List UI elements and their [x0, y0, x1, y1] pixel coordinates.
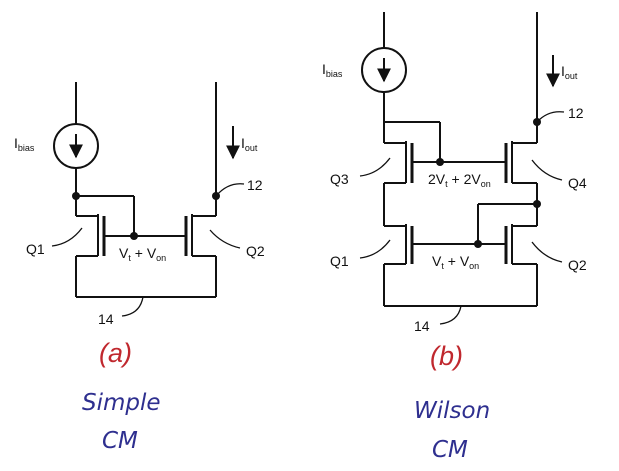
circuit-a-simple-current-mirror: Ibias Q1 Q2 Vt + Von — [14, 82, 265, 327]
circuit-b-wilson-current-mirror: Ibias Q3 Q4 2Vt + 2Von — [322, 12, 587, 334]
q1-label-a: Q1 — [26, 241, 45, 257]
q2-label-a: Q2 — [246, 243, 265, 259]
q3-label-b: Q3 — [330, 171, 349, 187]
caption-b-line1: Wilson — [414, 398, 490, 424]
caption-b-letter: (b) — [430, 341, 463, 371]
transistor-q2-a: Q2 — [184, 214, 265, 297]
ibias-label-b: Ibias — [322, 61, 343, 79]
q4-label-b: Q4 — [568, 175, 587, 191]
current-source-icon — [53, 123, 99, 169]
gate-node-a — [130, 232, 138, 240]
node-12-label-a: 12 — [247, 177, 263, 193]
node-14-label-a: 14 — [98, 311, 114, 327]
captions: (a) Simple CM (b) Wilson CM — [82, 338, 490, 463]
transistor-q2-b: Q2 — [504, 224, 587, 306]
vtop-label-b: 2Vt + 2Von — [428, 171, 491, 189]
vgs-label-a: Vt + Von — [119, 245, 166, 263]
gate-node-bottom-b — [474, 240, 482, 248]
q1-label-b: Q1 — [330, 253, 349, 269]
caption-a-line2: CM — [102, 428, 138, 454]
vbot-label-b: Vt + Von — [432, 253, 479, 271]
caption-a-letter: (a) — [99, 338, 132, 368]
transistor-q1-b: Q1 — [330, 224, 414, 306]
caption-b-line2: CM — [432, 437, 468, 463]
node-12-label-b: 12 — [568, 105, 584, 121]
bias-current-source-a: Ibias — [14, 82, 99, 196]
iout-label-a: Iout — [241, 135, 258, 153]
caption-a-line1: Simple — [82, 390, 161, 416]
ibias-label-a: Ibias — [14, 135, 35, 153]
transistor-q1-a: Q1 — [26, 196, 106, 297]
bias-current-source-b: Ibias — [322, 12, 407, 122]
current-source-icon — [361, 47, 407, 93]
iout-label-b: Iout — [561, 63, 578, 81]
node-14-label-b: 14 — [414, 318, 430, 334]
transistor-q4-b: Q4 — [504, 141, 587, 226]
gate-node-top-b — [436, 158, 444, 166]
q2-label-b: Q2 — [568, 257, 587, 273]
transistor-q3-b: Q3 — [330, 122, 414, 226]
